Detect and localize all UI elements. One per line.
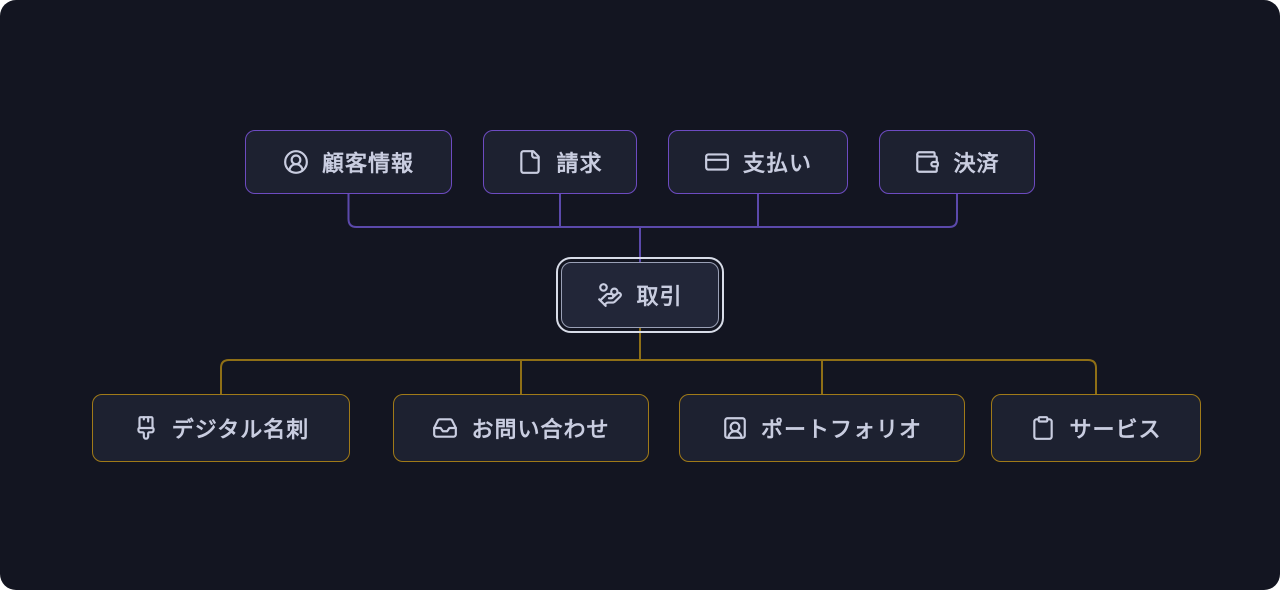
node-contact[interactable]: お問い合わせ — [393, 394, 649, 462]
clipboard-icon — [1030, 415, 1056, 441]
inbox-icon — [432, 415, 458, 441]
circle-user-icon — [283, 149, 309, 175]
wallet-icon — [914, 149, 940, 175]
node-label: ポートフォリオ — [760, 417, 922, 442]
node-digital-business-card[interactable]: デジタル名刺 — [92, 394, 350, 462]
node-service[interactable]: サービス — [991, 394, 1201, 462]
square-user-icon — [722, 415, 748, 441]
node-label: 顧客情報 — [321, 151, 414, 176]
node-label: 支払い — [742, 151, 812, 176]
node-payment[interactable]: 支払い — [668, 130, 848, 194]
node-settlement[interactable]: 決済 — [879, 130, 1035, 194]
node-billing[interactable]: 請求 — [483, 130, 637, 194]
node-label: デジタル名刺 — [171, 417, 310, 442]
edge-top-bus — [347, 194, 958, 228]
node-label: サービス — [1069, 417, 1162, 442]
node-portfolio[interactable]: ポートフォリオ — [679, 394, 965, 462]
node-label: 決済 — [953, 151, 1000, 176]
node-label: 取引 — [636, 284, 683, 309]
node-customer-info[interactable]: 顧客情報 — [245, 130, 452, 194]
credit-card-icon — [704, 149, 730, 175]
paintbrush-icon — [133, 415, 159, 441]
node-label: 請求 — [556, 151, 603, 176]
hand-coins-icon — [597, 282, 623, 308]
node-label: お問い合わせ — [471, 417, 610, 442]
edge-bottom-bus — [220, 359, 1097, 394]
file-icon — [517, 149, 543, 175]
node-transaction[interactable]: 取引 — [556, 257, 724, 333]
